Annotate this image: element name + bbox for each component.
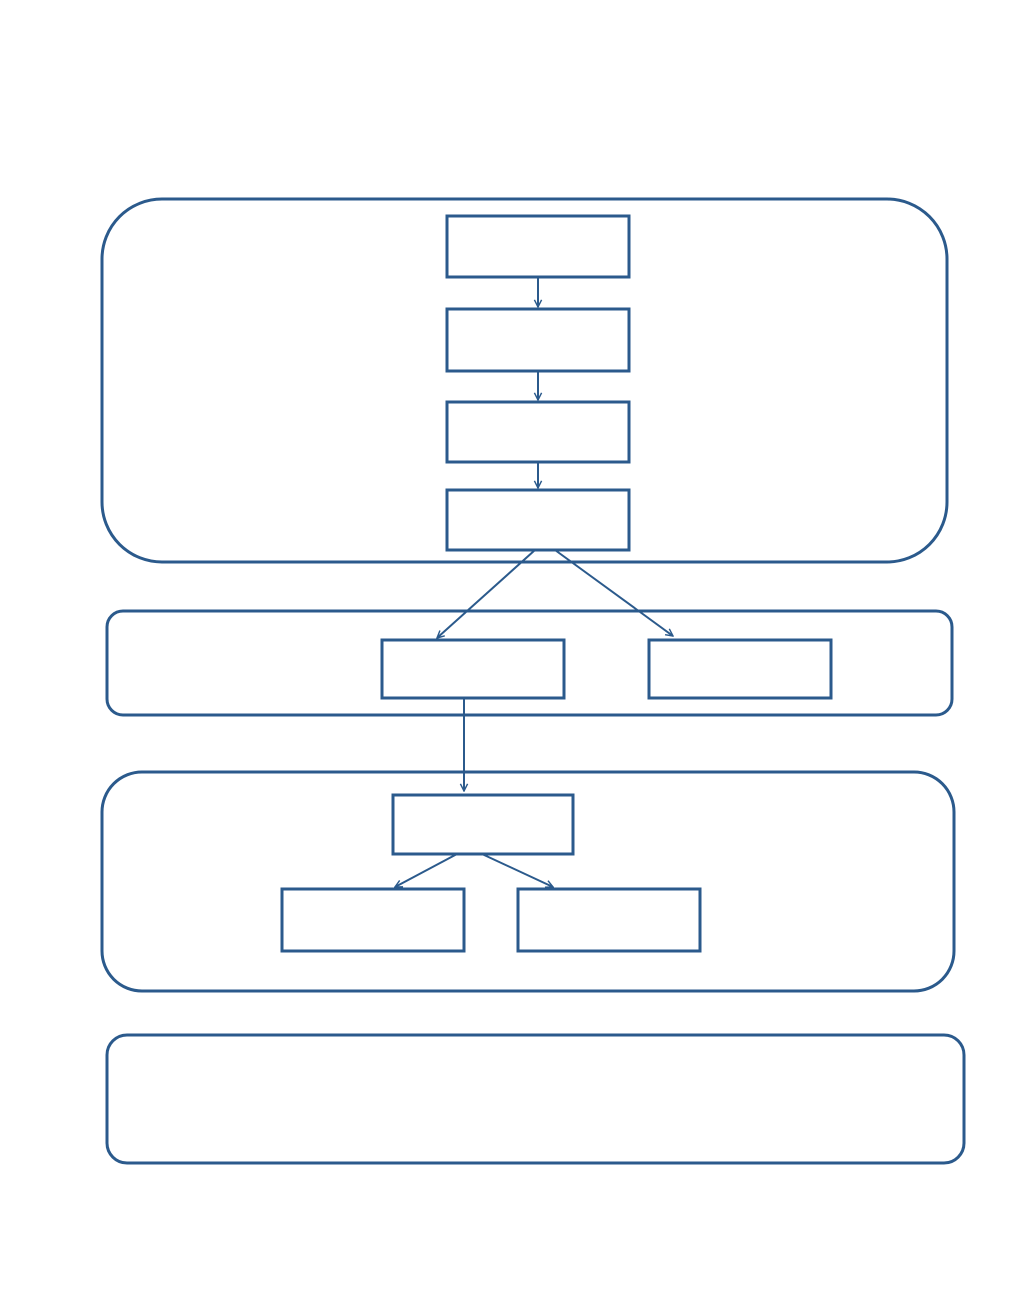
process-box (647, 638, 833, 700)
process-box (280, 887, 466, 953)
process-box (445, 400, 631, 464)
edge-arrow (437, 549, 536, 638)
group-container (100, 197, 949, 564)
group-container (105, 1033, 966, 1165)
edge-arrow (554, 549, 673, 636)
process-box (391, 793, 575, 856)
process-box (516, 887, 702, 953)
process-box (445, 488, 631, 552)
process-box (380, 638, 566, 700)
process-box (445, 214, 631, 279)
group-container (100, 770, 956, 993)
group-container (105, 609, 954, 717)
edge-arrow (481, 853, 553, 887)
edge-arrow (395, 853, 458, 888)
process-box (445, 307, 631, 373)
